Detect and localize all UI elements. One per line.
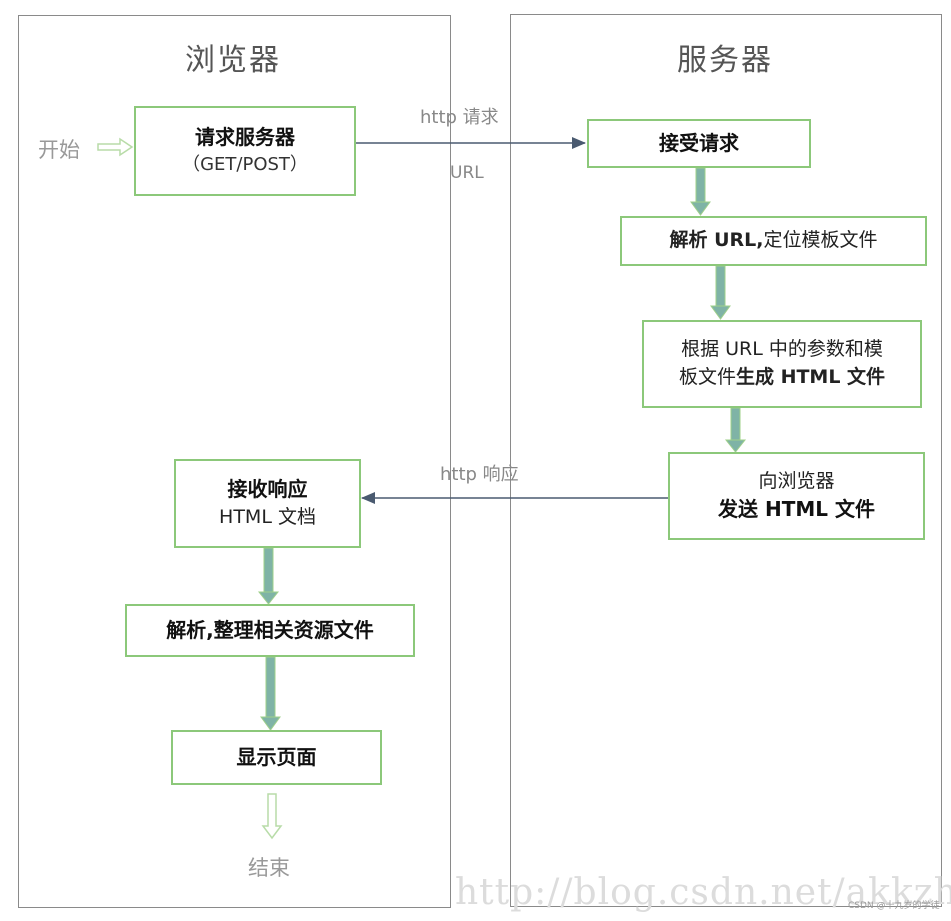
flow-arrow-parse-display	[260, 656, 281, 731]
generate-html-box: 根据 URL 中的参数和模 板文件生成 HTML 文件	[642, 320, 922, 408]
accept-request-title: 接受请求	[659, 131, 739, 155]
display-page-title: 显示页面	[236, 745, 317, 769]
receive-response-doc: HTML 文档	[219, 506, 316, 529]
generate-html-line2: 板文件生成 HTML 文件	[679, 364, 885, 392]
display-page-box: 显示页面	[171, 730, 382, 785]
blog-watermark: http://blog.csdn.net/akkzhjj	[455, 872, 951, 913]
receive-response-title: 接收响应	[227, 477, 308, 502]
parse-url-bold: 解析 URL,	[669, 229, 764, 252]
request-label: http 请求	[420, 107, 499, 128]
generate-html-line2-normal: 板文件	[678, 366, 736, 388]
response-label: http 响应	[440, 464, 519, 485]
parse-url-box: 解析 URL,定位模板文件	[620, 216, 927, 266]
flow-arrow-receive-parse	[257, 547, 280, 605]
request-method: （GET/POST）	[182, 154, 308, 176]
server-panel-title: 服务器	[677, 43, 773, 78]
request-server-title: 请求服务器	[195, 125, 295, 150]
url-label: URL	[450, 163, 484, 183]
generate-html-line2-bold: 生成 HTML 文件	[735, 366, 886, 388]
csdn-credit: CSDN @十九岁的学徒	[848, 901, 940, 911]
end-label: 结束	[248, 856, 290, 880]
receive-response-box: 接收响应 HTML 文档	[174, 459, 361, 548]
flow-arrow-generate-send	[724, 407, 747, 453]
accept-request-box: 接受请求	[587, 119, 811, 168]
browser-panel-title: 浏览器	[185, 43, 281, 78]
request-server-box: 请求服务器 （GET/POST）	[134, 106, 356, 196]
parse-url-normal: 定位模板文件	[763, 229, 878, 252]
parse-url-text: 解析 URL,定位模板文件	[669, 227, 877, 255]
parse-resources-title: 解析,整理相关资源文件	[166, 618, 374, 642]
start-label: 开始	[38, 138, 80, 162]
send-html-line1: 向浏览器	[758, 469, 835, 492]
start-arrow	[97, 137, 134, 157]
send-html-box: 向浏览器 发送 HTML 文件	[668, 452, 925, 540]
flow-arrow-accept-parse	[690, 167, 711, 216]
flow-arrow-parse-generate	[710, 265, 731, 320]
end-arrow	[261, 793, 283, 840]
send-html-line2: 发送 HTML 文件	[718, 497, 875, 522]
generate-html-line1: 根据 URL 中的参数和模	[681, 338, 883, 361]
parse-resources-box: 解析,整理相关资源文件	[125, 604, 415, 657]
